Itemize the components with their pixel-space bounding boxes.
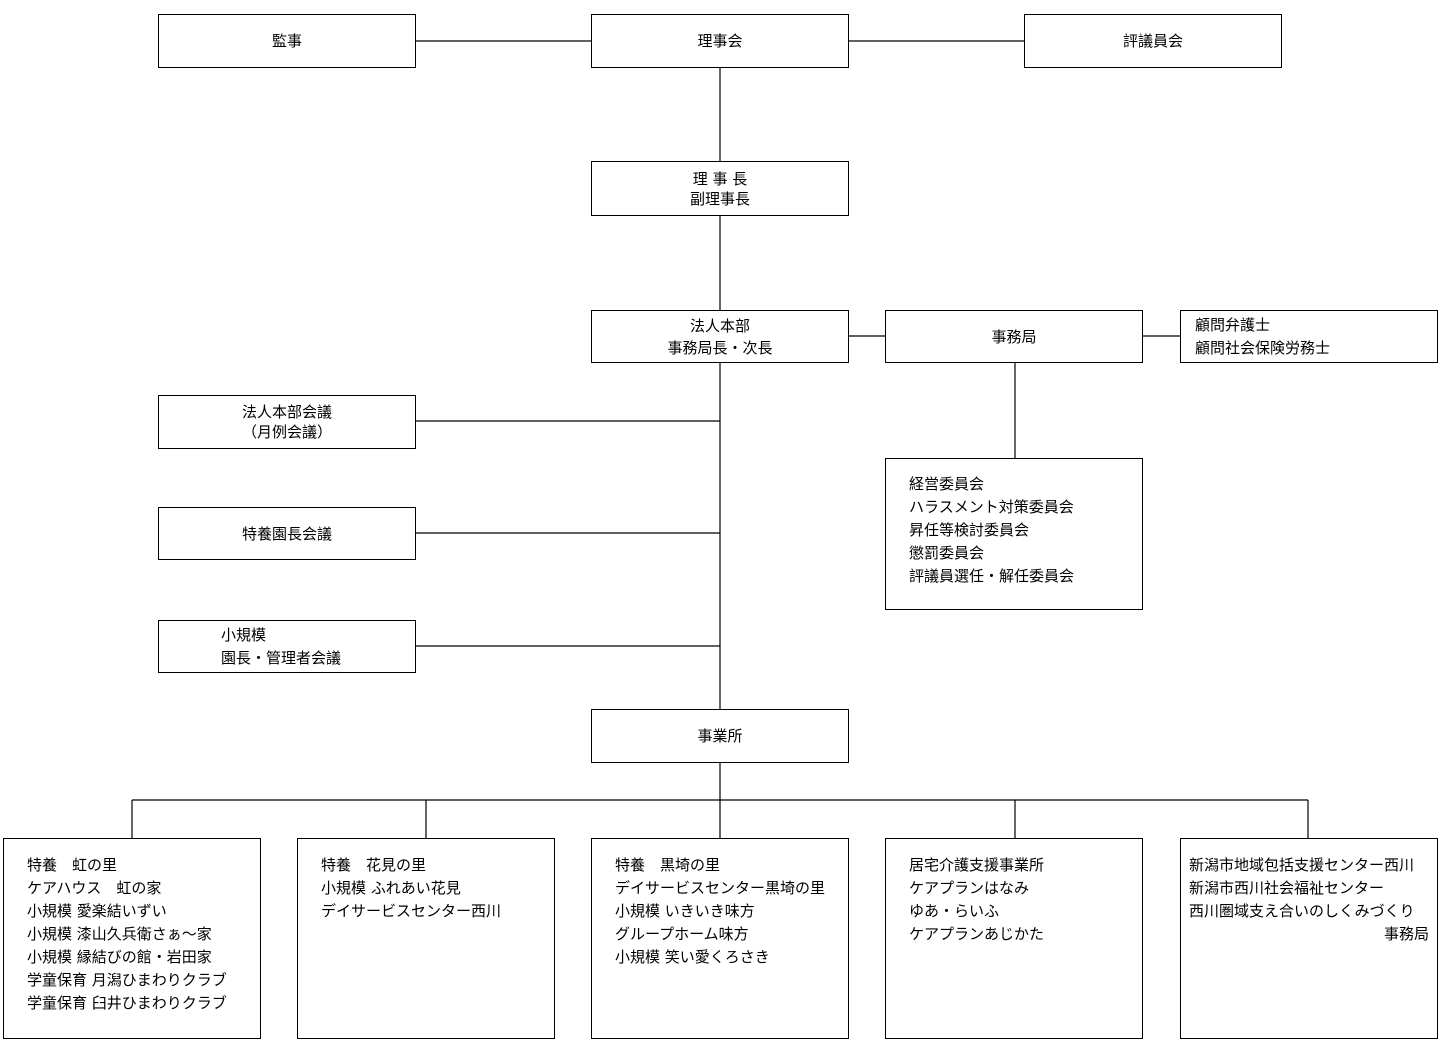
unit-item: 特養 花見の里 [321, 856, 427, 874]
director-meeting-label: 特養園長会議 [241, 524, 332, 543]
committee-item: ハラスメント対策委員会 [909, 498, 1074, 516]
director-meeting-box: 特養園長会議 [158, 507, 416, 560]
hq-meeting-line1: 法人本部会議 [241, 403, 332, 421]
headquarters-box: 法人本部 事務局長・次長 [591, 310, 849, 363]
committee-item: 懲罰委員会 [909, 544, 985, 562]
unit-box-2: 特養 花見の里 小規模 ふれあい花見 デイサービスセンター西川 [297, 838, 555, 1039]
council-label: 評議員会 [1122, 32, 1183, 50]
headquarters-line1: 法人本部 [689, 316, 750, 335]
chair-box: 理 事 長 副理事長 [591, 161, 849, 216]
offices-box: 事業所 [591, 709, 849, 763]
offices-label: 事業所 [697, 727, 743, 745]
unit-box-3: 特養 黒埼の里 デイサービスセンター黒埼の里 小規模 いきいき味方 グループホー… [591, 838, 849, 1039]
unit-item: 新潟市地域包括支援センター西川 [1189, 856, 1415, 874]
unit-item: ケアプランあじかた [909, 925, 1045, 943]
unit-item: 学童保育 月潟ひまわりクラブ [27, 971, 227, 989]
committee-item: 評議員選任・解任委員会 [909, 567, 1075, 585]
hq-meeting-line2: （月例会議） [241, 423, 332, 441]
unit-item: 西川圏域支え合いのしくみづくり [1189, 902, 1415, 920]
small-meeting-box: 小規模 園長・管理者会議 [158, 620, 416, 673]
unit-item: 特養 虹の里 [27, 856, 118, 874]
small-meeting-line2: 園長・管理者会議 [221, 648, 342, 667]
chair-line2: 副理事長 [689, 189, 750, 208]
unit-item: ゆあ・らいふ [909, 902, 1000, 920]
unit-item: 居宅介護支援事業所 [909, 856, 1045, 874]
advisors-line1: 顧問弁護士 [1195, 315, 1271, 334]
secretariat-label: 事務局 [991, 327, 1037, 346]
unit-box-4: 居宅介護支援事業所 ケアプランはなみ ゆあ・らいふ ケアプランあじかた [885, 838, 1143, 1039]
hq-meeting-box: 法人本部会議 （月例会議） [158, 395, 416, 449]
unit-item: 小規模 漆山久兵衛さぁ～家 [27, 925, 212, 943]
unit-item: 小規模 いきいき味方 [615, 902, 755, 920]
auditor-box: 監事 [158, 14, 416, 68]
unit-item: 小規模 愛楽結いずい [27, 902, 167, 920]
unit-item: 新潟市西川社会福祉センター [1189, 879, 1385, 897]
chair-line1: 理 事 長 [692, 169, 748, 188]
unit-box-5: 新潟市地域包括支援センター西川 新潟市西川社会福祉センター 西川圏域支え合いのし… [1180, 838, 1438, 1039]
unit-item-suffix: 事務局 [1383, 925, 1429, 943]
unit-item: 小規模 縁結びの館・岩田家 [27, 948, 212, 966]
board-box: 理事会 [591, 14, 849, 68]
unit-item: ケアハウス 虹の家 [27, 879, 162, 897]
auditor-label: 監事 [271, 32, 302, 50]
board-label: 理事会 [697, 32, 743, 50]
unit-box-1: 特養 虹の里 ケアハウス 虹の家 小規模 愛楽結いずい 小規模 漆山久兵衛さぁ～… [3, 838, 261, 1039]
committees-box: 経営委員会 ハラスメント対策委員会 昇任等検討委員会 懲罰委員会 評議員選任・解… [885, 458, 1143, 610]
committee-item: 経営委員会 [909, 475, 985, 493]
unit-item: ケアプランはなみ [909, 879, 1030, 897]
small-meeting-line1: 小規模 [221, 625, 267, 644]
secretariat-box: 事務局 [885, 310, 1143, 363]
unit-item: グループホーム味方 [615, 925, 749, 943]
committee-item: 昇任等検討委員会 [909, 521, 1030, 539]
unit-item: デイサービスセンター黒埼の里 [615, 879, 826, 897]
headquarters-line2: 事務局長・次長 [667, 338, 773, 357]
council-box: 評議員会 [1024, 14, 1282, 68]
unit-item: 特養 黒埼の里 [615, 856, 721, 874]
advisors-box: 顧問弁護士 顧問社会保険労務士 [1180, 310, 1438, 363]
unit-item: デイサービスセンター西川 [321, 902, 502, 920]
unit-item: 小規模 ふれあい花見 [321, 879, 461, 897]
unit-item: 学童保育 臼井ひまわりクラブ [27, 994, 227, 1012]
unit-item: 小規模 笑い愛くろさき [615, 948, 770, 966]
advisors-line2: 顧問社会保険労務士 [1195, 338, 1331, 357]
